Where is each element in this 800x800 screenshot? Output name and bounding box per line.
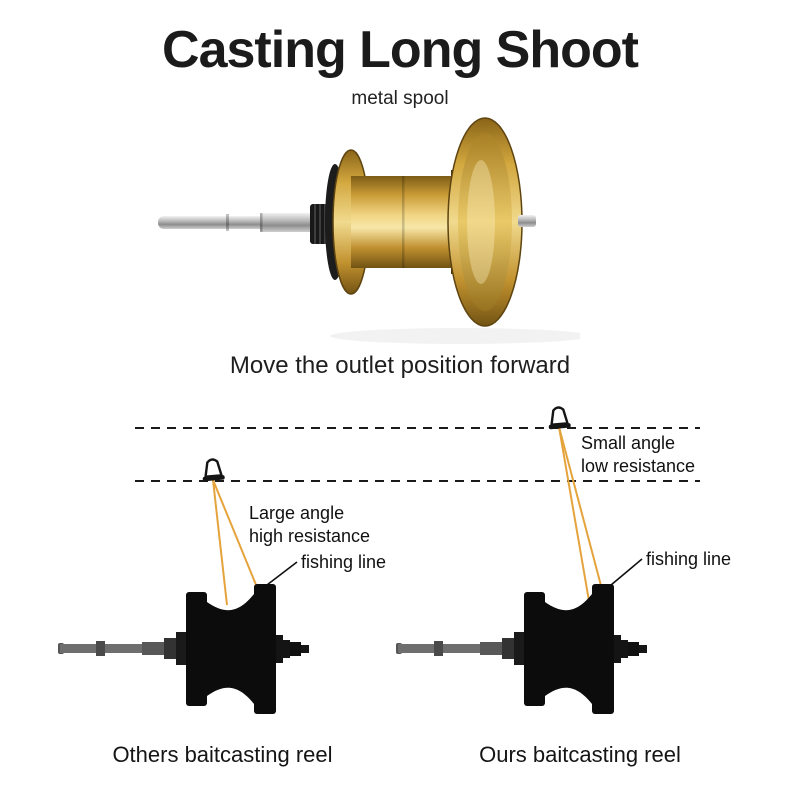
spool-shaft: [158, 213, 314, 232]
large-angle-line2: high resistance: [249, 526, 371, 546]
line-guide-icon: [548, 406, 571, 430]
fishing-line-right: [558, 426, 605, 602]
line-guide-icon: [202, 458, 225, 482]
gold-spool-graphic: [158, 117, 590, 344]
caption: Move the outlet position forward: [229, 352, 571, 379]
small-angle-line1: Small angle: [581, 433, 676, 453]
spool-shadow: [330, 328, 590, 344]
fishing-line-left: [212, 479, 262, 606]
small-angle-label: Small angle low resistance: [578, 432, 699, 478]
others-reel-caption: Others baitcasting reel: [112, 742, 333, 767]
fishing-line-label-right: fishing line: [644, 549, 734, 570]
diagram-graphics: [58, 406, 700, 714]
comparison-diagram: Small angle low resistance Large angle h…: [0, 398, 800, 740]
small-angle-line2: low resistance: [581, 456, 696, 476]
axle-tip: [518, 215, 536, 227]
spool-body: [332, 117, 523, 327]
ours-reel-caption: Ours baitcasting reel: [479, 742, 681, 767]
gold-spool-image: [140, 106, 590, 358]
subtitle: metal spool: [351, 88, 449, 109]
pointer-line-right: [610, 558, 643, 586]
fishing-line-label-left: fishing line: [299, 552, 389, 573]
others-reel-spool: [58, 584, 309, 714]
pointer-line-left: [262, 561, 298, 589]
drag-nut: [310, 204, 330, 244]
ours-reel-spool: [396, 584, 647, 714]
large-angle-line1: Large angle: [249, 503, 345, 523]
page-title: Casting Long Shoot: [162, 21, 639, 79]
large-angle-label: Large angle high resistance: [246, 502, 374, 548]
